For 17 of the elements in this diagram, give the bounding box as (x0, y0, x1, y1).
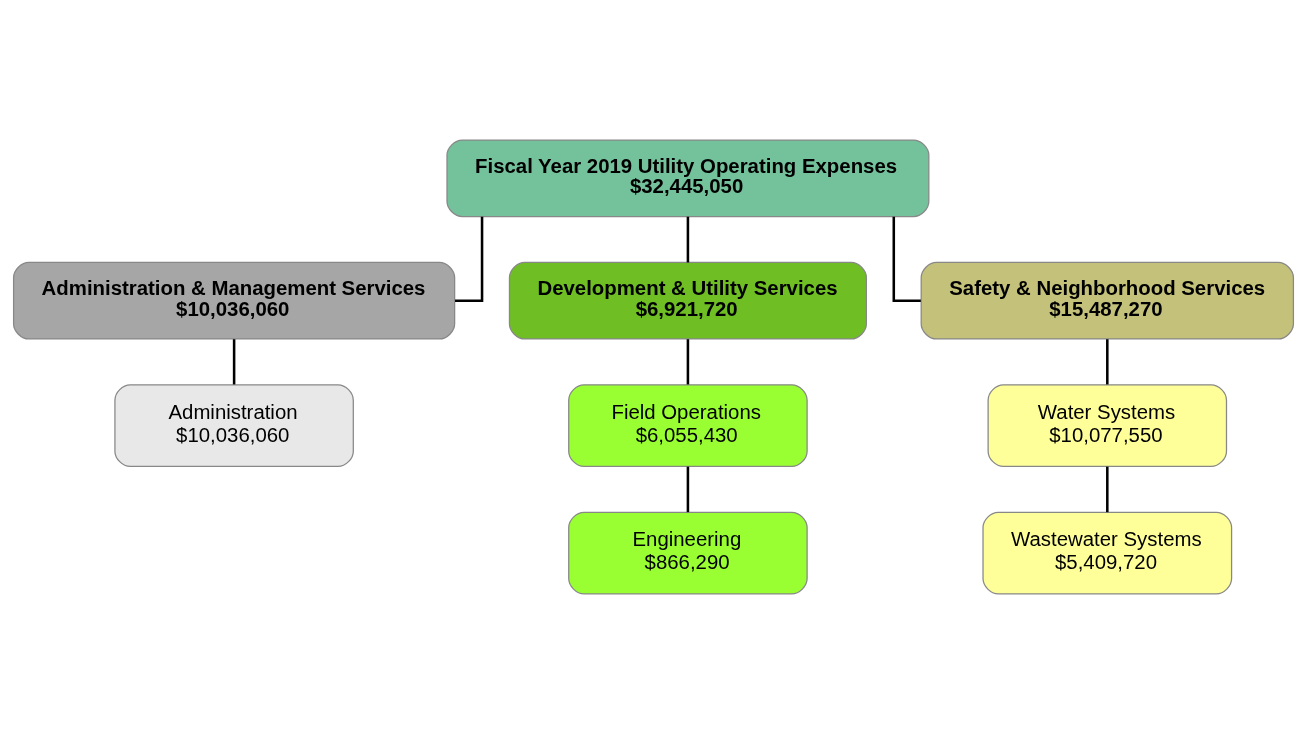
connector (892, 216, 921, 302)
connector (455, 216, 484, 302)
connector (1106, 466, 1109, 513)
node-box: Fiscal Year 2019 Utility Operating Expenses $32,445,050 (446, 139, 930, 218)
node-box: Administration & Management Services $10,036,060 (12, 261, 456, 340)
connector (1106, 339, 1109, 385)
connector (686, 216, 690, 263)
node-box: Development & Utility Services $6,921,720 (508, 261, 867, 340)
connector (686, 339, 690, 385)
connector (232, 339, 236, 385)
node-box: Administration $10,036,060 (114, 384, 354, 468)
node-box: Water Systems $10,077,550 (987, 384, 1228, 468)
node-box: Safety & Neighborhood Services $15,487,270 (920, 261, 1295, 340)
node-box: Engineering $866,290 (568, 511, 808, 595)
node-box: Field Operations $6,055,430 (568, 384, 808, 468)
connector (686, 466, 690, 513)
node-box: Wastewater Systems $5,409,720 (982, 511, 1233, 595)
